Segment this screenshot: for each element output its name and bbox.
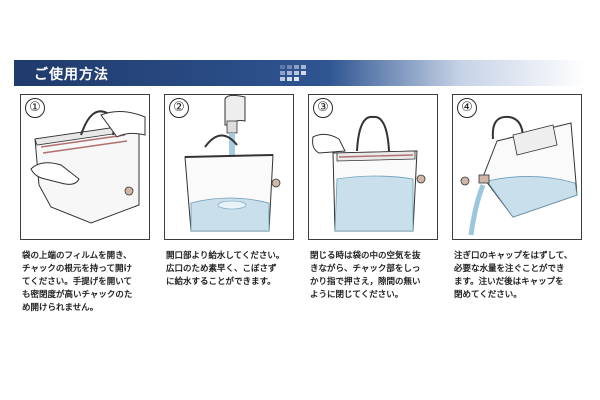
- header-decoration-dots: [280, 65, 316, 81]
- step-1-number: ①: [25, 98, 45, 118]
- step-2-number: ②: [169, 98, 189, 118]
- step-2-panel: ②: [164, 94, 294, 240]
- step-1-panel: ①: [20, 94, 150, 240]
- step-3-number: ③: [313, 98, 333, 118]
- step-4-illustration: [460, 115, 578, 236]
- step-2-description: 開口部より給水してください。 広口のため素早く、こぼさず に給水することができま…: [166, 251, 285, 287]
- step-3-illustration: [312, 115, 426, 232]
- step-4-number: ④: [457, 98, 477, 118]
- section-title: ご使用方法: [34, 67, 109, 83]
- step-1-illustration: [30, 110, 146, 224]
- step-3-description: 閉じる時は袋の中の空気を抜 きながら、チャック部をしっ かり指で押さえ，隙間の無…: [310, 251, 421, 300]
- step-4-description: 注ぎ口のキャップをはずして、 必要な水量を注ぐことができ ます。注いだ後はキャッ…: [454, 251, 573, 300]
- section-header: ご使用方法: [14, 60, 586, 86]
- step-4-panel: ④: [452, 94, 582, 240]
- step-3-panel: ③: [308, 94, 438, 240]
- step-2-illustration: [184, 95, 281, 232]
- step-1-description: 袋の上端のフィルムを開き、 チャックの根元を持って開け てください。手提げを開い…: [22, 251, 133, 313]
